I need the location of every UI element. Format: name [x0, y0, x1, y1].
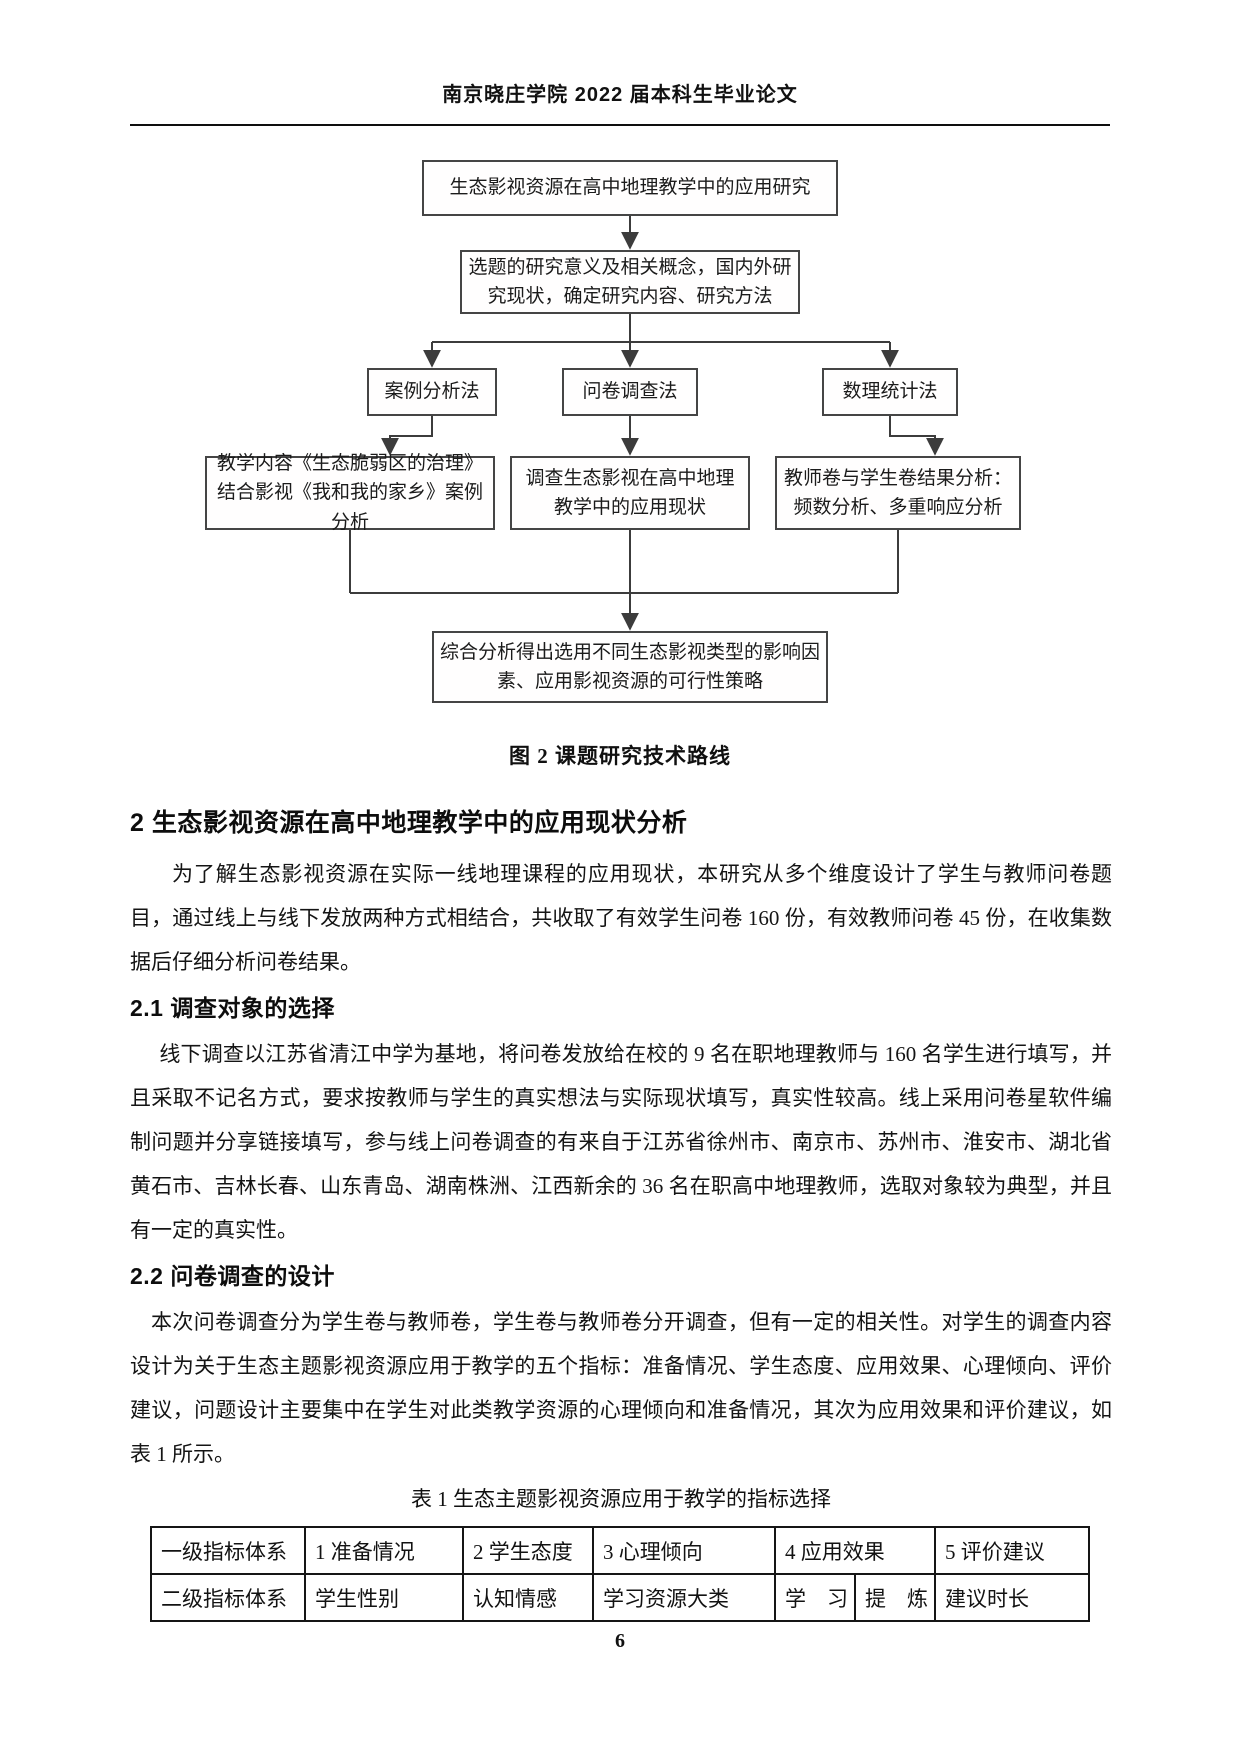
table-cell: 学 习: [774, 1573, 856, 1622]
table-caption: 表 1 生态主题影视资源应用于教学的指标选择: [411, 1487, 831, 1511]
table-cell: 学生性别: [304, 1573, 464, 1622]
flowchart-connector-lines: [349, 216, 944, 631]
header-rule: [130, 124, 1110, 126]
table-cell: 4 应用效果: [774, 1526, 936, 1575]
section-2-2-paragraph: 本次问卷调查分为学生卷与教师卷，学生卷与教师卷分开调查，但有一定的相关性。对学生…: [130, 1310, 1112, 1466]
flowchart-node-root: 生态影视资源在高中地理教学中的应用研究: [422, 160, 838, 216]
table-cell: 1 准备情况: [304, 1526, 464, 1575]
table-cell: 5 评价建议: [934, 1526, 1090, 1575]
flowchart-node-method-survey: 问卷调查法: [562, 368, 698, 416]
flowchart-node-detail-case: 教学内容《生态脆弱区的治理》结合影视《我和我的家乡》案例分析: [205, 453, 495, 533]
table-row-level1: 一级指标体系 1 准备情况 2 学生态度 3 心理倾向 4 应用效果 5 评价建…: [150, 1526, 1090, 1575]
table-cell: 提 炼: [854, 1573, 936, 1622]
table-cell: 学习资源大类: [592, 1573, 776, 1622]
section-2-2-heading: 2.2 问卷调查的设计: [130, 1263, 335, 1289]
flowchart-node-method-stats: 数理统计法: [822, 368, 958, 416]
table-cell: 认知情感: [462, 1573, 594, 1622]
page-header-title: 南京晓庄学院 2022 届本科生毕业论文: [442, 84, 798, 106]
table-row-level2: 二级指标体系 学生性别 认知情感 学习资源大类 学 习 提 炼 建议时长: [150, 1573, 1090, 1622]
flowchart-node-detail-survey: 调查生态影视在高中地理教学中的应用现状: [510, 456, 750, 530]
section-2-paragraph: 为了解生态影视资源在实际一线地理课程的应用现状，本研究从多个维度设计了学生与教师…: [130, 862, 1112, 974]
indicator-table: 一级指标体系 1 准备情况 2 学生态度 3 心理倾向 4 应用效果 5 评价建…: [150, 1526, 1090, 1622]
flowchart-node-detail-stats: 教师卷与学生卷结果分析：频数分析、多重响应分析: [775, 456, 1021, 530]
section-2-heading: 2 生态影视资源在高中地理教学中的应用现状分析: [130, 809, 688, 837]
flowchart-node-conclusion: 综合分析得出选用不同生态影视类型的影响因素、应用影视资源的可行性策略: [432, 631, 828, 703]
table-cell: 2 学生态度: [462, 1526, 594, 1575]
figure-caption: 图 2 课题研究技术路线: [509, 744, 731, 768]
page-number: 6: [615, 1630, 625, 1652]
flowchart-node-overview: 选题的研究意义及相关概念，国内外研究现状，确定研究内容、研究方法: [460, 250, 800, 314]
table-cell: 一级指标体系: [150, 1526, 306, 1575]
section-2-1-paragraph: 线下调查以江苏省清江中学为基地，将问卷发放给在校的 9 名在职地理教师与 160…: [130, 1042, 1112, 1242]
flowchart-node-method-case: 案例分析法: [367, 368, 497, 416]
research-flowchart: 生态影视资源在高中地理教学中的应用研究 选题的研究意义及相关概念，国内外研究现状…: [180, 150, 1060, 710]
table-cell: 建议时长: [934, 1573, 1090, 1622]
table-cell: 3 心理倾向: [592, 1526, 776, 1575]
table-cell: 二级指标体系: [150, 1573, 306, 1622]
section-2-1-heading: 2.1 调查对象的选择: [130, 995, 335, 1021]
body-content: 2 生态影视资源在高中地理教学中的应用现状分析 为了解生态影视资源在实际一线地理…: [130, 806, 1112, 1622]
